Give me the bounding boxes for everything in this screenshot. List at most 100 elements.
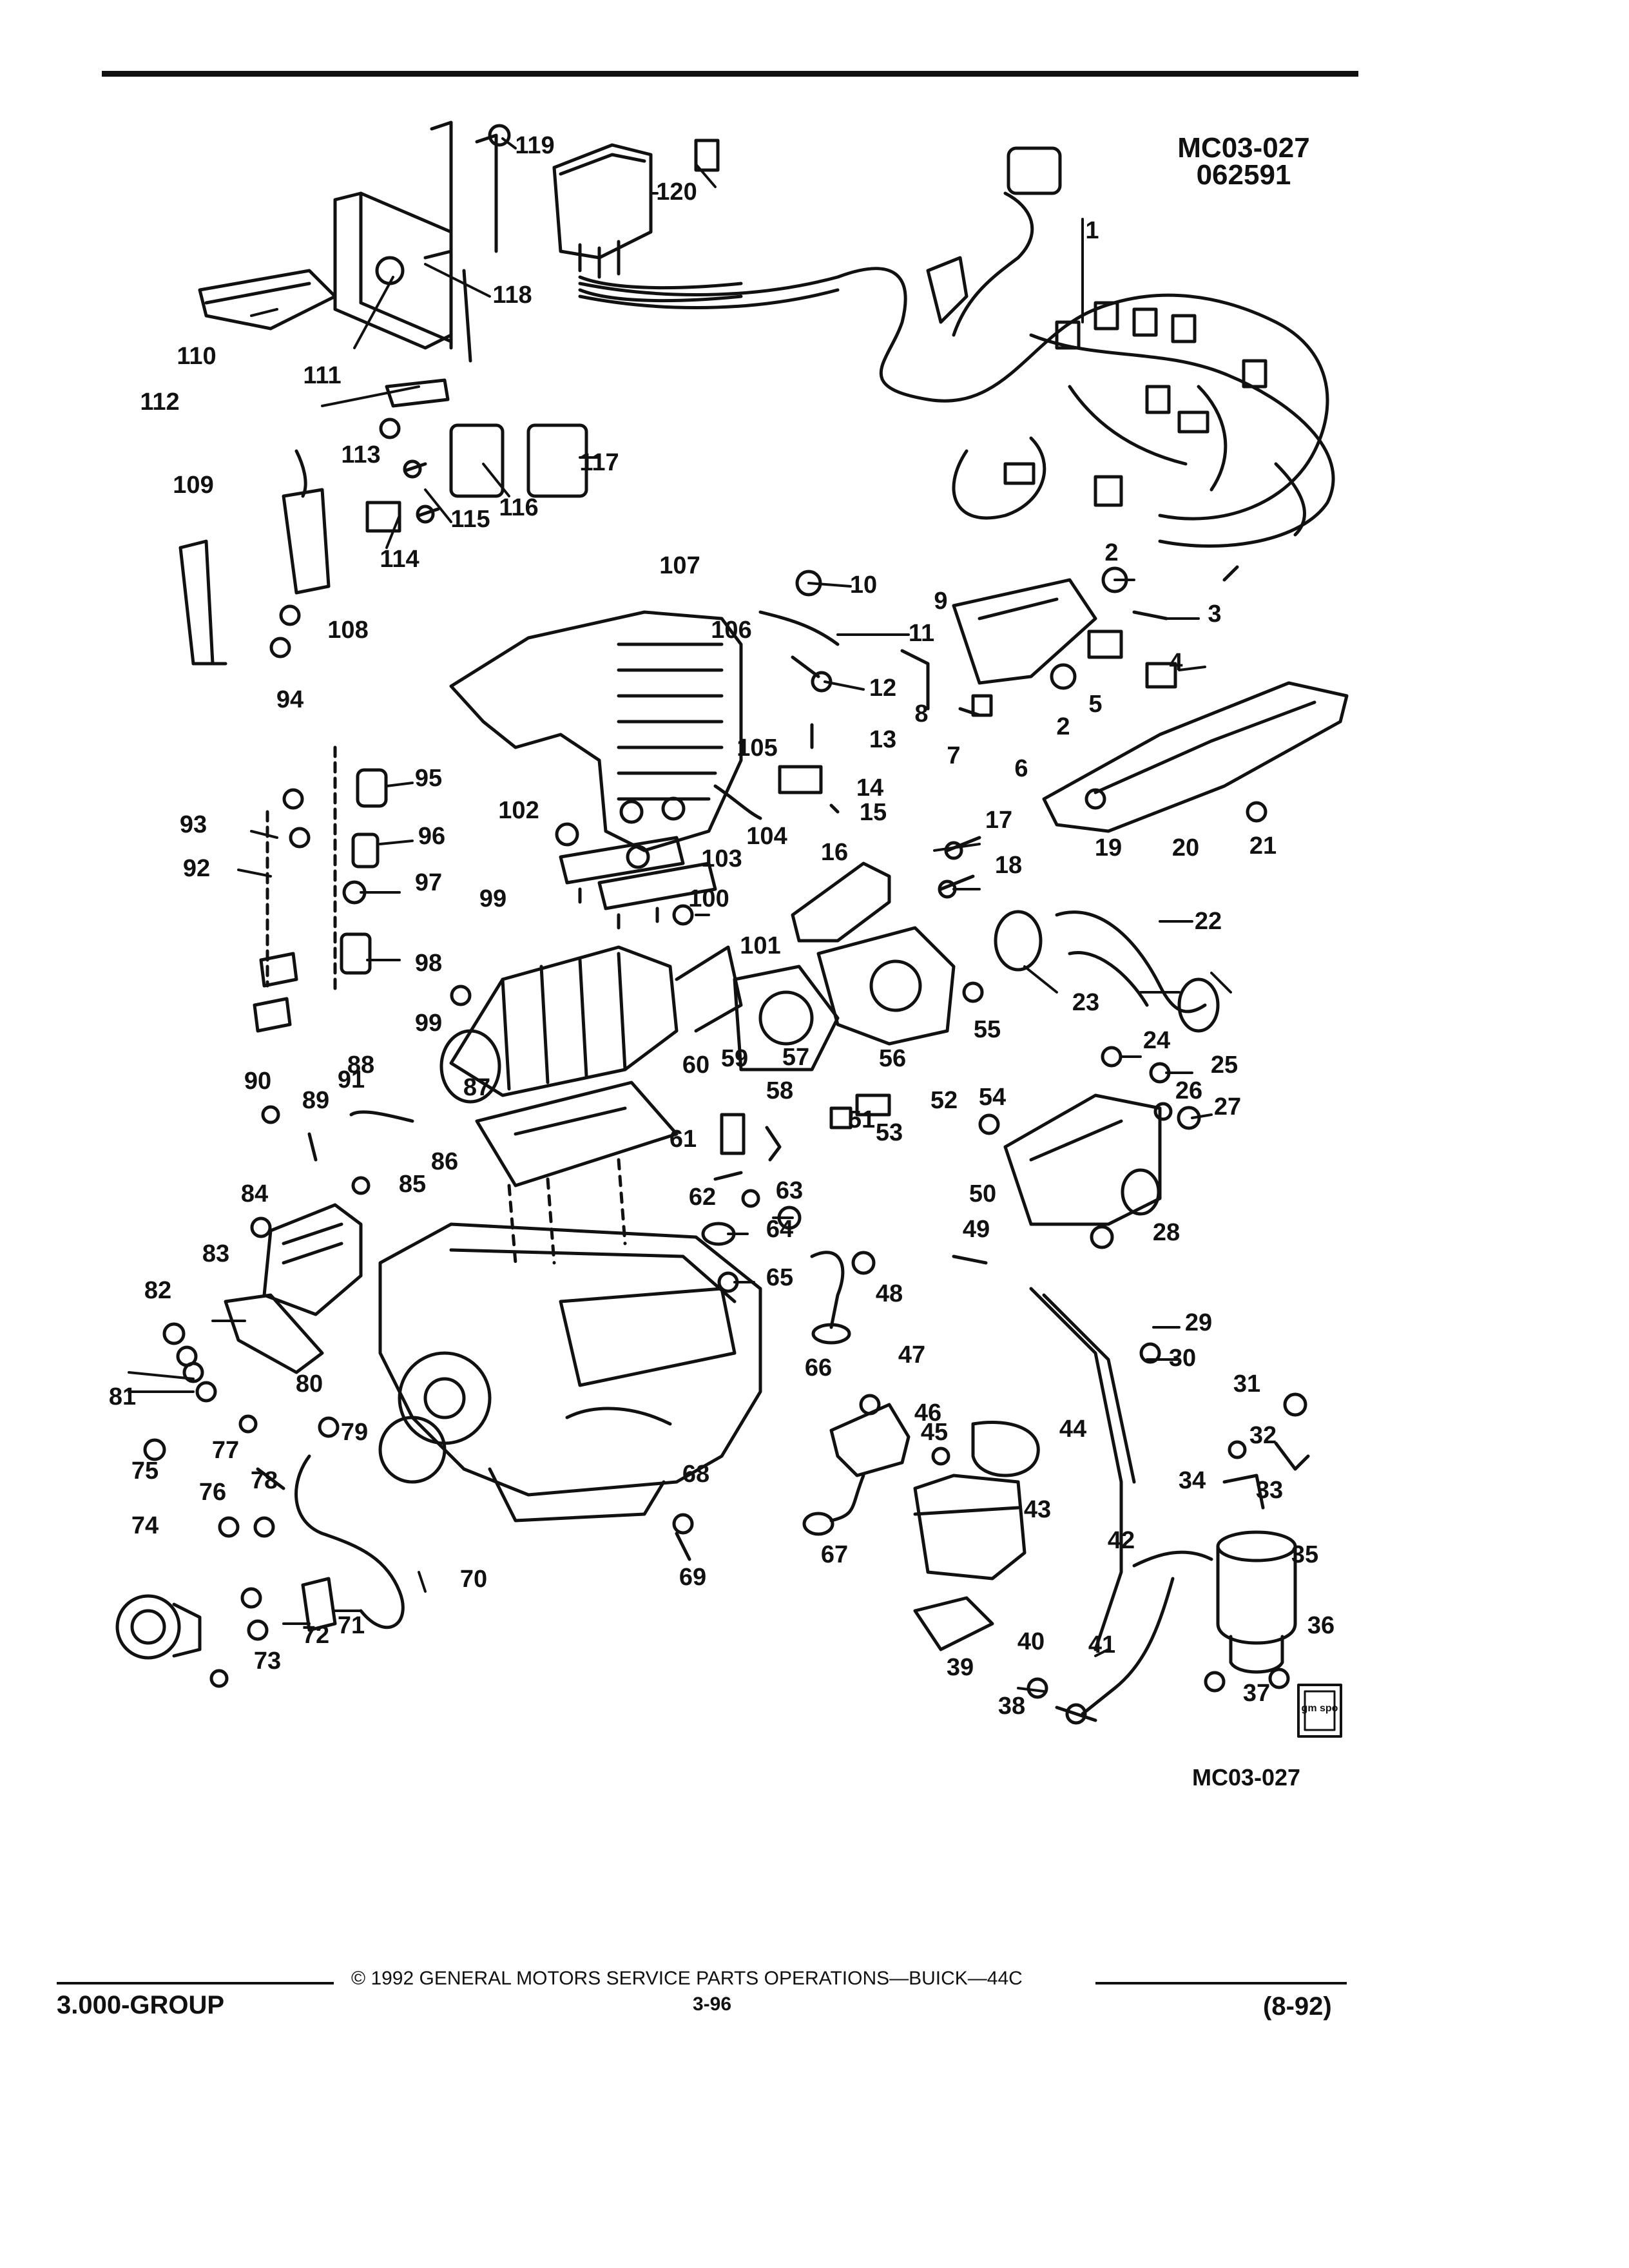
callout-label: 19 [1095,834,1122,861]
callout-label: 115 [450,506,490,533]
callout-label: 118 [492,282,532,309]
callout-label: 76 [199,1479,226,1506]
callout-label: 95 [415,765,442,792]
callout-label: 56 [879,1045,906,1072]
footer-rule-left [57,1982,334,1984]
callout-label: 99 [479,885,506,912]
callout-label: 9 [934,588,947,615]
callout-label: 75 [131,1457,159,1485]
callout-label: 44 [1059,1416,1086,1443]
callout-label: 3 [1208,601,1221,628]
callout-label: 49 [963,1216,990,1243]
callout-label: 7 [947,742,960,769]
callout-label: 110 [177,343,216,370]
callout-label: 38 [998,1693,1025,1720]
callout-label: 88 [347,1052,374,1079]
callout-label: 31 [1233,1370,1260,1398]
callout-label: 107 [659,552,700,579]
callout-label: 53 [876,1119,903,1146]
callout-label: 105 [737,735,777,762]
callout-label: 17 [985,807,1012,834]
callout-label: 82 [144,1277,171,1304]
callout-label: 27 [1214,1093,1241,1120]
leader-lines [128,137,1232,1693]
callout-label: 86 [431,1148,458,1175]
callout-label: 92 [183,855,210,882]
callout-label: 40 [1017,1628,1045,1655]
callout-label: 72 [302,1622,329,1649]
callout-label: 25 [1211,1052,1238,1079]
injector-rail [555,796,717,930]
footer-rule-right [1095,1982,1347,1984]
callout-label: 18 [995,852,1022,879]
callout-label: 11 [909,620,934,647]
callout-label: 99 [415,1010,442,1037]
callout-label: 108 [327,617,368,644]
callout-label: 8 [914,700,928,727]
callout-label: 69 [679,1564,706,1591]
callout-label: 102 [498,797,539,824]
callout-label: 97 [415,869,442,896]
callout-label: 117 [579,449,619,476]
callout-label: 79 [341,1419,368,1446]
callout-label: 26 [1175,1077,1202,1104]
callout-label: 106 [711,617,751,644]
callout-label: 66 [805,1354,832,1381]
callout-label: 91 [338,1066,365,1093]
callout-label: 83 [202,1240,229,1267]
callout-label: 39 [947,1654,974,1681]
revision-date: (8-92) [1263,1992,1332,2021]
callout-label: 37 [1243,1680,1270,1707]
callout-label: 59 [721,1045,748,1072]
callout-label: 70 [460,1566,487,1593]
callout-label: 42 [1108,1527,1135,1554]
callout-label: 100 [688,885,729,912]
callout-label: 46 [914,1399,941,1427]
callout-label: 28 [1153,1219,1180,1246]
callout-label: 60 [682,1052,709,1079]
callout-label: 52 [930,1087,958,1114]
callout-label: 109 [173,472,213,499]
callout-label: 94 [276,686,304,713]
diagram-date-code: 062591 [1196,159,1291,191]
callout-label: 103 [701,845,742,872]
callout-label: 29 [1185,1309,1212,1336]
wiring-harness [578,146,1335,582]
callout-label: 15 [860,799,887,826]
callout-label: 36 [1307,1612,1335,1639]
callout-label: 113 [341,441,380,468]
callout-label: 68 [682,1461,709,1488]
callout-label: 89 [302,1087,329,1114]
callout-label: 98 [415,950,442,977]
copyright-line: © 1992 GENERAL MOTORS SERVICE PARTS OPER… [351,1968,1023,1989]
engine-block [378,1222,762,1523]
callout-label: 50 [969,1180,996,1207]
group-label: 3.000-GROUP [57,1991,225,2019]
top-rule [102,71,1358,77]
callout-label: 43 [1024,1496,1051,1523]
callout-label: 57 [782,1044,809,1071]
callout-label: 1 [1085,217,1099,244]
callout-label: 51 [848,1106,875,1133]
throttle-fittings [713,566,1349,943]
callout-label: 54 [979,1084,1006,1111]
callout-label: 81 [109,1383,136,1410]
callout-label: 21 [1249,832,1277,860]
callout-label: 111 [303,362,341,389]
callout-label: 20 [1172,834,1199,861]
logo-text: gm spo [1302,1703,1338,1714]
callout-label: 80 [296,1370,323,1398]
callout-label: 96 [418,823,445,850]
right-hardware [256,910,1310,1725]
callout-label: 30 [1169,1345,1196,1372]
callout-label: 32 [1249,1422,1277,1449]
callout-label: 22 [1195,908,1222,935]
callout-label: 64 [766,1216,793,1243]
callout-label: 73 [254,1648,281,1675]
callout-label: 77 [212,1437,239,1464]
callout-label: 55 [974,1016,1001,1043]
callout-label: 24 [1143,1027,1170,1054]
